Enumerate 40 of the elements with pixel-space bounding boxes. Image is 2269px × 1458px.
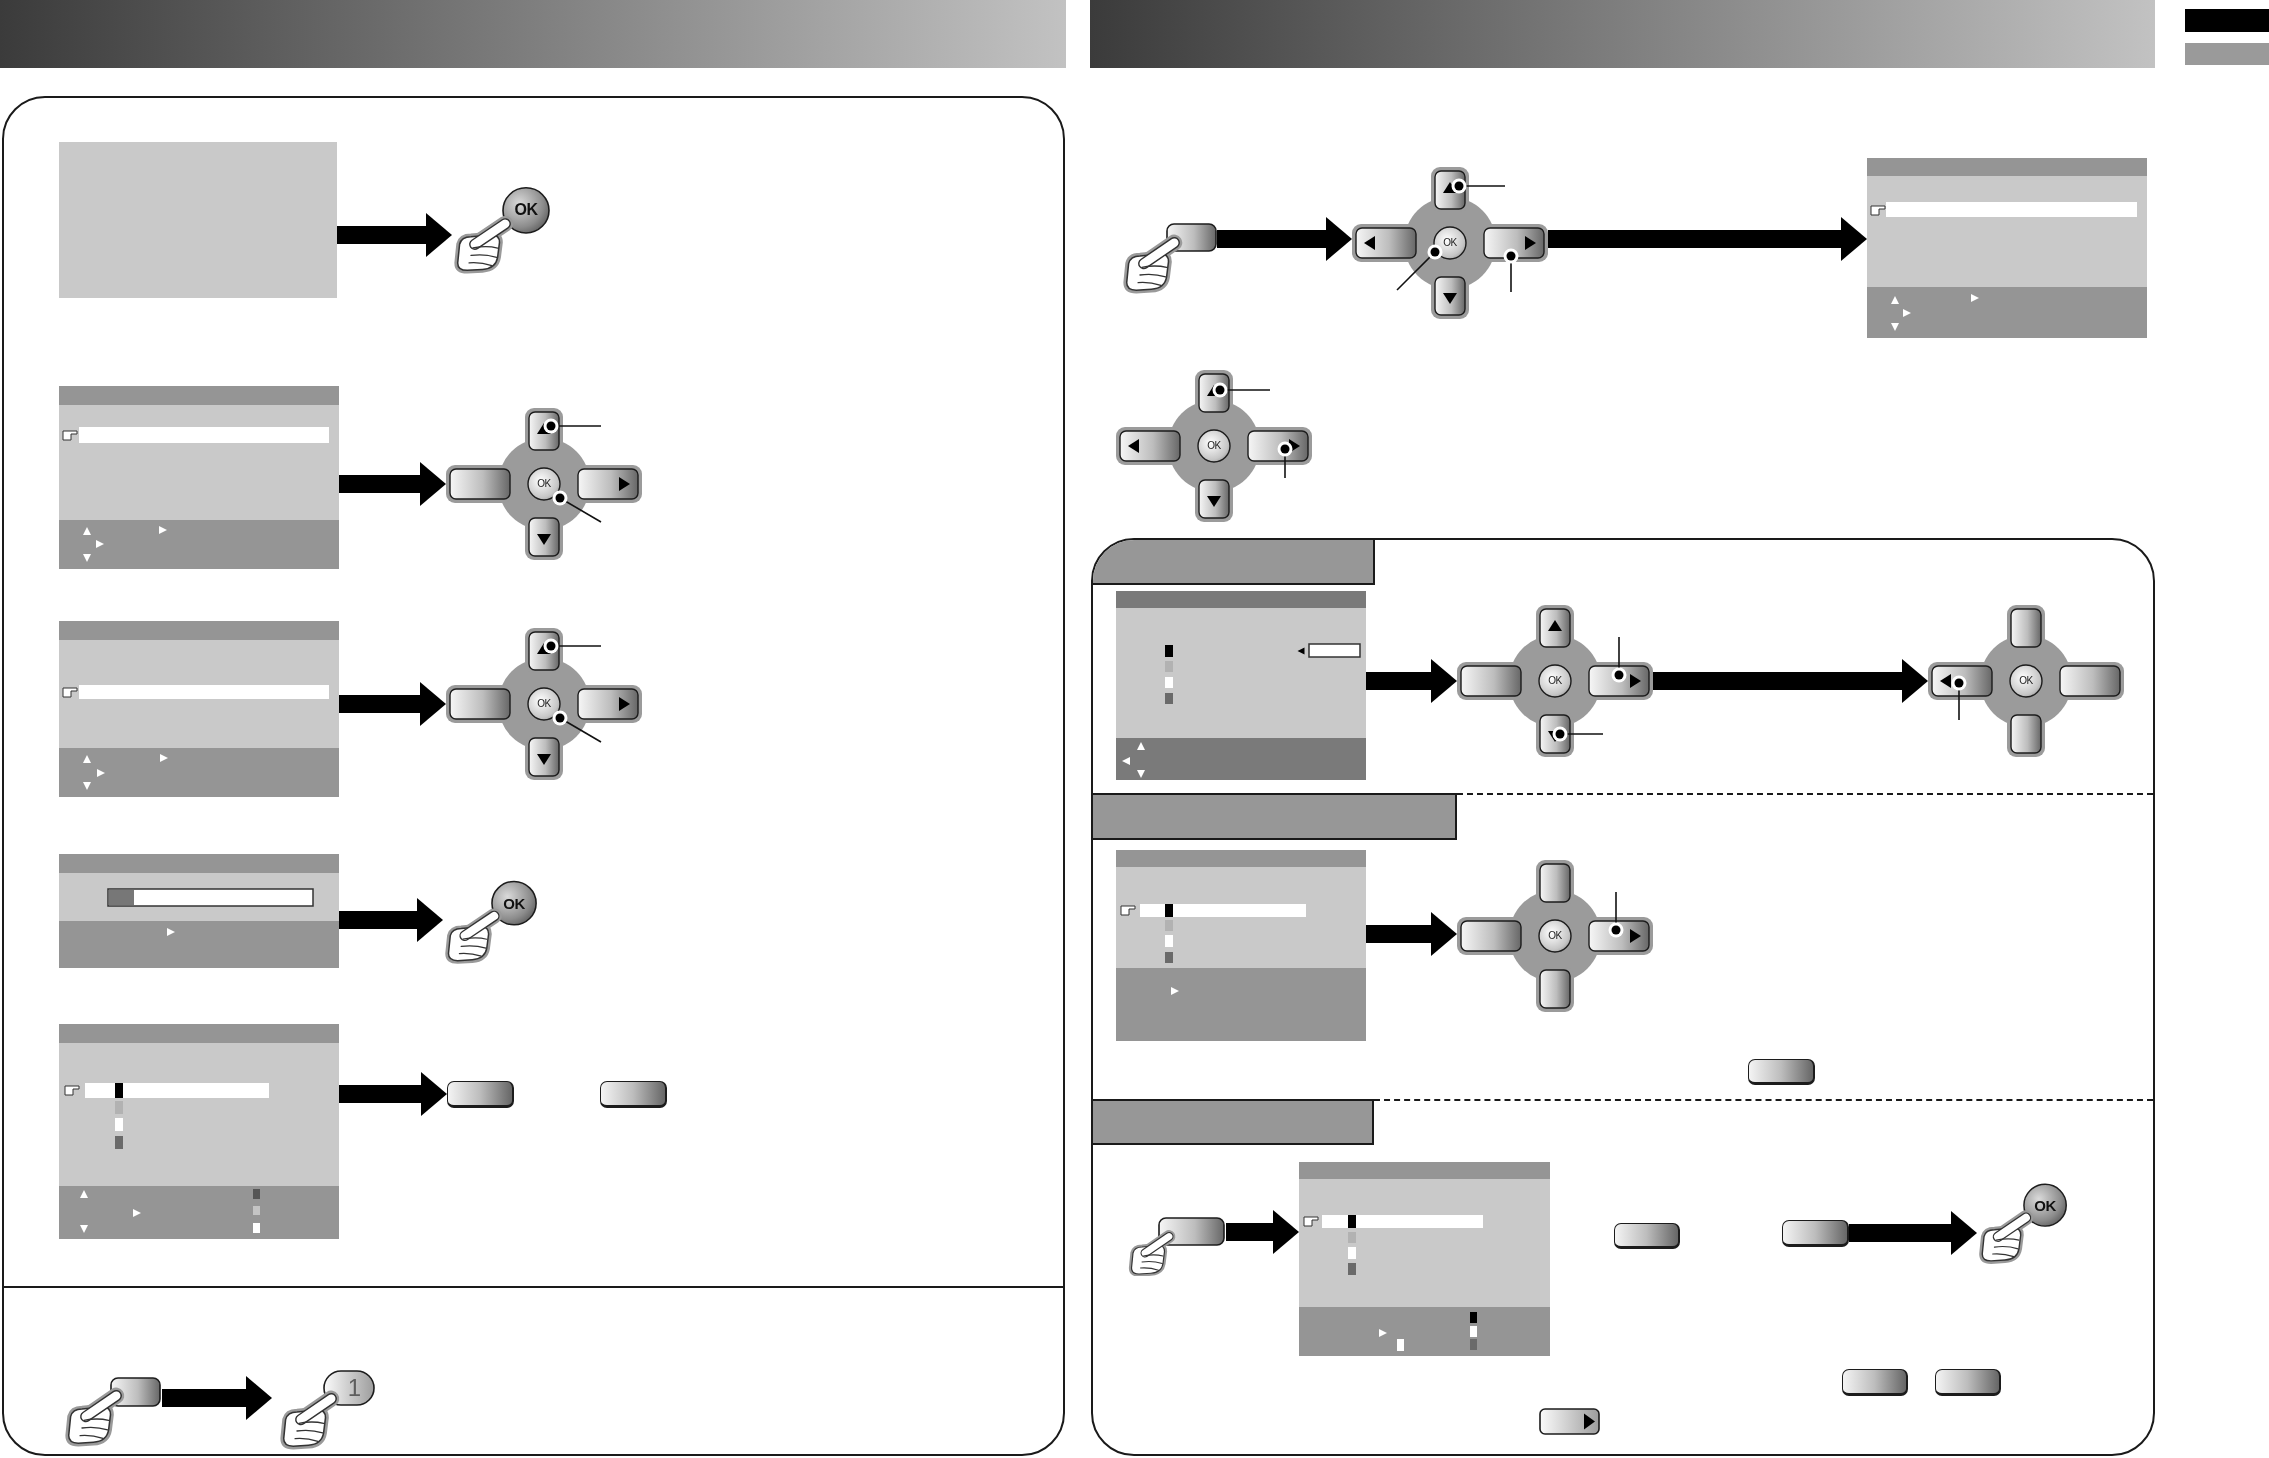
arrow xyxy=(339,462,446,506)
arrow xyxy=(1653,659,1928,703)
remote-button-icon xyxy=(447,1081,514,1108)
arrow xyxy=(1548,217,1867,261)
rounded-panel xyxy=(2,96,1065,1456)
direction-pad xyxy=(1457,860,1653,1012)
tv-menu-screen xyxy=(1867,158,2147,338)
arrow xyxy=(1226,1210,1299,1254)
tv-screen xyxy=(59,142,337,298)
arrow xyxy=(339,898,443,942)
arrow xyxy=(162,1376,272,1420)
direction-pad xyxy=(1116,370,1312,522)
button-label: OK xyxy=(1207,441,1221,451)
arrow xyxy=(337,213,452,257)
arrow xyxy=(1217,217,1352,261)
button-label: OK xyxy=(1443,238,1457,248)
button-label: OK xyxy=(1548,676,1562,686)
button-label: 1 xyxy=(347,1376,361,1401)
direction-pad xyxy=(1457,605,1653,757)
button-label: OK xyxy=(2019,676,2033,686)
direction-pad xyxy=(1352,167,1548,319)
arrow xyxy=(1849,1211,1977,1255)
button-label: OK xyxy=(537,479,551,489)
rounded-panel xyxy=(1091,538,2155,1456)
arrow xyxy=(339,682,446,726)
remote-button-icon xyxy=(1782,1220,1849,1247)
arrow xyxy=(1366,912,1457,956)
direction-pad xyxy=(446,628,642,780)
direction-pad xyxy=(446,408,642,560)
direction-pad xyxy=(1928,605,2124,757)
tv-menu-screen xyxy=(59,386,339,569)
tv-menu-screen xyxy=(59,854,339,968)
button-label: OK xyxy=(1548,931,1562,941)
arrow xyxy=(1366,659,1457,703)
button-label: OK xyxy=(514,202,538,219)
arrow xyxy=(339,1072,447,1116)
button-label: OK xyxy=(537,699,551,709)
button-label: OK xyxy=(2034,1197,2056,1213)
button-label: OK xyxy=(503,895,525,911)
tv-menu-screen xyxy=(59,621,339,797)
